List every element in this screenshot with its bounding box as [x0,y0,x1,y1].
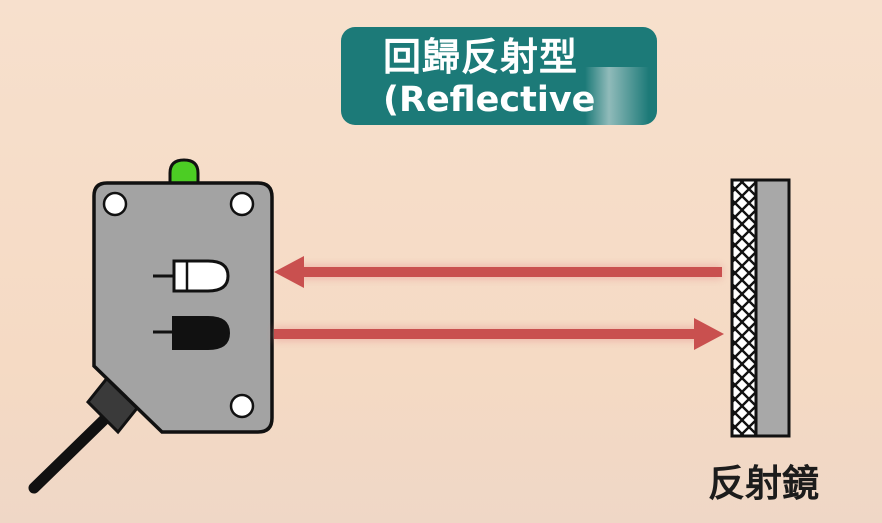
receiver-lens-icon [153,259,230,293]
photoelectric-sensor [92,181,274,434]
emitter-lens-icon [153,316,230,350]
reflector-label: 反射鏡 [708,462,819,505]
retro-reflector-icon [730,178,791,438]
emitted-beam [274,318,724,350]
arrow-left-icon [274,256,304,288]
screw-hole-icon [229,393,255,419]
return-beam [274,256,722,288]
screw-hole-icon [102,191,128,217]
screw-hole-icon [229,191,255,217]
title-badge: 回歸反射型 (Reflective [341,27,657,125]
title-chinese: 回歸反射型 [383,35,579,79]
title-english: (Reflective [383,80,596,120]
green-led-icon [168,158,200,187]
arrow-right-icon [694,318,724,350]
